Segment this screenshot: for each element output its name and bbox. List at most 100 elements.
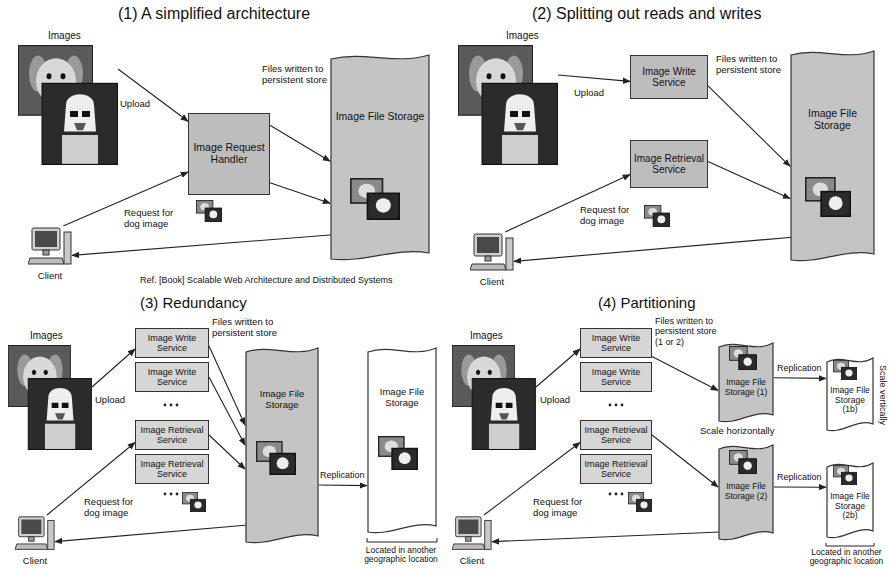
edge-label: Replication [320,470,365,480]
service-box: Image Write Service [580,362,652,392]
image-stack: Images [458,45,558,165]
box-label: Image Retrieval Service [138,425,206,445]
image-thumbnails [729,450,756,473]
box-label: Image Retrieval Service [583,425,649,445]
storage-label: Image File Storage [370,387,434,408]
storage-shape: Image File Storage (1b) [826,355,874,433]
image-thumbnails [351,179,399,219]
group-heading: Images [30,330,63,342]
edge-label: Files written to persistent store (1 or … [655,316,717,347]
storage-body [368,348,436,533]
arrow-connector [536,349,580,387]
image-thumbnails [833,465,856,484]
client-icon [452,515,492,553]
arrow-connector [558,75,630,81]
image-stack: Images [8,345,92,450]
storage-body [331,55,429,260]
arrow-connector [209,346,245,425]
computer-symbol [28,228,71,264]
storage-shape: Image File Storage (2b) [826,460,874,540]
edge-label: Upload [120,99,150,110]
box-label: Image Write Service [138,367,206,387]
edge-label: Upload [540,395,570,406]
service-box: Image Request Handler [188,113,270,195]
box-label: Image Write Service [138,333,206,353]
image-thumbnails [257,442,296,475]
storage-shape: Image File Storage (1) [718,340,774,424]
storage-body [791,51,874,261]
client-computer: Client [28,226,72,268]
arrow-connector [270,125,330,161]
edge-label: Request for dog image [533,497,589,519]
storage-label: Image File Storage (2) [721,482,771,501]
photo-pair [8,346,91,450]
arrow-connector [708,86,790,167]
group-heading: Images [470,330,503,342]
arrow-connector [92,349,135,387]
storage-label: Image File Storage (1) [721,378,771,397]
service-box: Image Write Service [135,362,209,392]
storage-outline [245,345,319,545]
image-thumbnails [833,360,856,379]
client-icon [470,232,514,274]
storage-body [827,358,873,431]
client-computer: Client [452,515,492,553]
panel-title: (1) A simplified architecture [118,5,310,23]
storage-label: Image File Storage [248,389,316,410]
box-label: Image Write Service [583,367,649,387]
edge-label: Files written to persistent store [262,64,328,86]
service-box: Image Write Service [630,55,708,99]
service-box: Image Retrieval Service [580,420,652,450]
photo-illustration [8,345,92,450]
client-label: Client [480,277,504,288]
storage-body [719,445,773,540]
photo-pair [19,46,118,165]
edge-label: Upload [574,88,604,99]
service-box: Image Retrieval Service [630,140,708,188]
location-note: Located in another geographic location [362,546,440,565]
image-thumbnails [379,437,418,470]
photo-pair [452,346,535,450]
storage-shape: Image File Storage [245,345,319,545]
service-box: Image Retrieval Service [135,454,209,484]
group-heading: Images [506,30,539,42]
photo-illustration [458,45,558,165]
service-box: Image Write Service [580,328,652,358]
storage-body [246,348,318,543]
storage-shape: Image File Storage (2) [718,442,774,542]
arrow-connector [492,532,720,542]
computer-symbol [452,517,491,550]
group-heading: Images [48,30,81,42]
panel-title: (4) Partitioning [598,295,696,312]
arrow-connector [118,69,188,121]
storage-label: Image File Storage [793,108,872,132]
panel-title: (2) Splitting out reads and writes [532,5,761,23]
image-thumbnails [729,346,756,369]
image-thumbnails [644,205,669,226]
service-box: Image Retrieval Service [580,454,652,484]
client-label: Client [23,556,47,567]
scale-note: Scale vertically [877,365,887,425]
location-note: Located in another geographic location [808,548,885,567]
edge-label: Request for dog image [84,497,140,519]
image-stack: Images [452,345,536,450]
client-computer: Client [470,232,514,274]
arrow-connector [708,162,790,199]
arrow-connector [774,377,826,379]
arrow-connector [319,484,367,486]
client-computer: Client [15,515,55,553]
client-label: Client [38,271,62,282]
storage-shape: Image File Storage [367,345,437,535]
arrow-connector [209,377,245,445]
box-label: Image Request Handler [191,142,267,166]
image-thumbnails [196,200,221,221]
client-label: Client [460,556,484,567]
storage-shape: Image File Storage [330,52,430,262]
edge-label: Files written to persistent store [716,54,786,76]
arrow-connector [774,486,826,487]
box-label: Image Retrieval Service [633,153,705,175]
client-icon [15,515,55,553]
arrow-connector [72,235,333,256]
edge-label: Request for dog image [580,205,640,227]
